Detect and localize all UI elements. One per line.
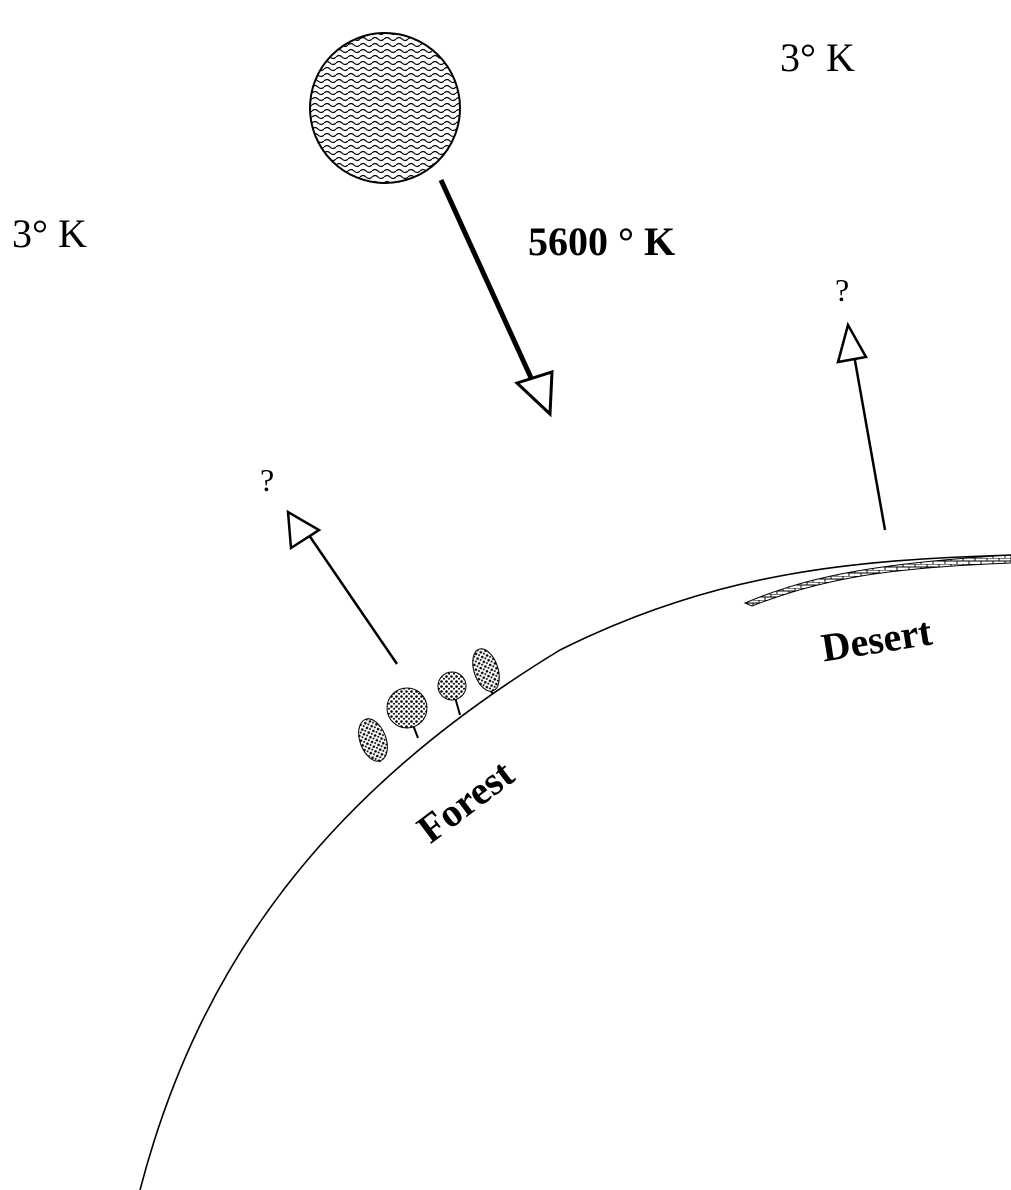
space-temperature-label: 3° K [780,35,855,80]
tree-icon [358,718,388,763]
sun-icon [309,32,461,184]
incoming-radiation-arrow [438,178,554,418]
forest-question-mark: ? [260,462,275,498]
sun-temperature-label: 5600 ° K [528,219,676,264]
desert-emission-arrow [836,321,887,531]
earth-surface-curve [139,554,1011,1190]
tree-icon [437,671,467,716]
tree-icon [386,687,428,739]
tree-icon [472,648,500,695]
desert-sand-icon [743,554,1011,607]
forest-emission-arrow [286,509,399,665]
forest-trees [358,648,500,763]
space-temperature-label: 3° K [12,211,87,256]
desert-question-mark: ? [835,272,850,308]
